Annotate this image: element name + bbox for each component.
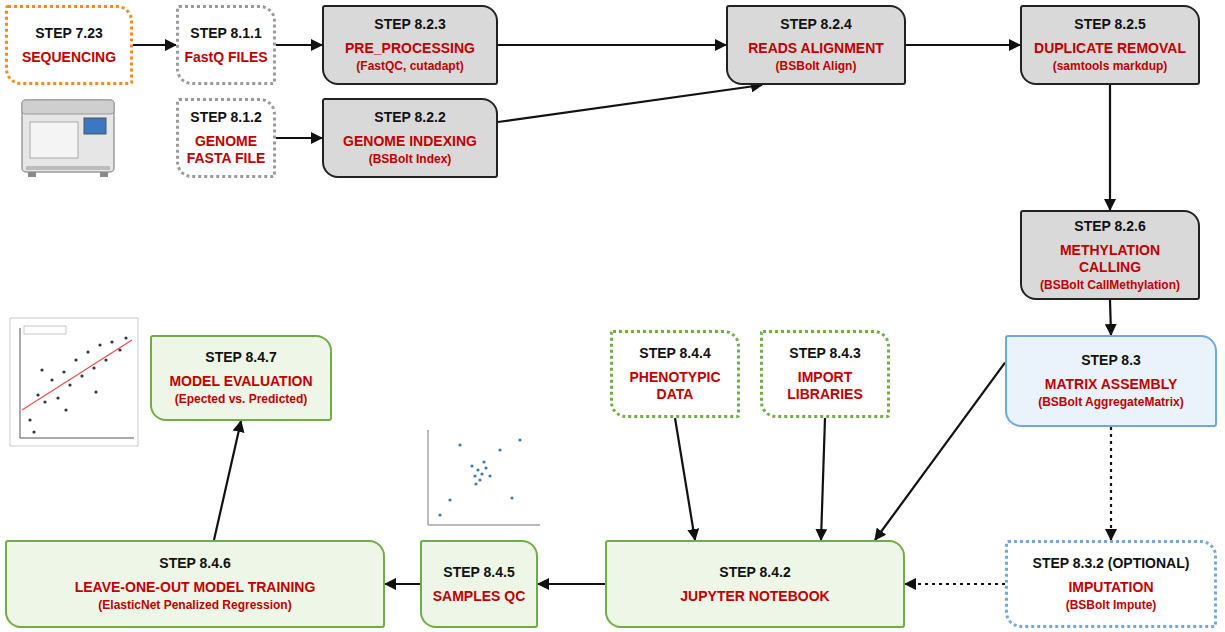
step-number: STEP 7.23 [35,25,102,41]
tool-note: (Epected vs. Predicted) [175,392,308,406]
input-box: STEP 8.4.3IMPORT LIBRARIES [760,330,890,418]
step-title: DUPLICATE REMOVAL [1034,40,1186,57]
flow-arrow [675,418,695,540]
analysis-box: STEP 8.4.2JUPYTER NOTEBOOK [605,540,905,628]
qc-scatter-plot [428,430,540,525]
step-number: STEP 8.1.2 [190,109,261,125]
flow-arrow [498,44,726,46]
flow-arrow [498,85,762,122]
regression-scatter-plot [10,318,138,446]
step-title: FastQ FILES [184,49,267,66]
analysis-box: STEP 8.4.5SAMPLES QC [420,540,538,628]
process-box: STEP 8.2.5DUPLICATE REMOVAL (samtools mar… [1020,5,1200,85]
step-number: STEP 8.2.4 [780,16,851,32]
flow-arrow [1110,300,1111,335]
analysis-box: STEP 8.4.6LEAVE-ONE-OUT MODEL TRAINING (E… [5,540,385,628]
flow-arrow [1109,85,1111,210]
step-title: JUPYTER NOTEBOOK [680,588,829,605]
step-title: READS ALIGNMENT [748,40,884,57]
step-title: METHYLATION CALLING [1027,242,1193,276]
step-title: MATRIX ASSEMBLY [1045,376,1178,393]
step-number: STEP 8.4.4 [639,345,710,361]
process-box: STEP 8.3MATRIX ASSEMBLY (BSBolt Aggregate… [1005,335,1217,427]
tool-note: (ElasticNet Penalized Regression) [98,598,291,612]
process-box: STEP 8.2.6METHYLATION CALLING (BSBolt Cal… [1020,210,1200,300]
step-number: STEP 8.3.2 (OPTIONAL) [1033,555,1190,571]
sequencer-illustration [22,100,114,177]
step-number: STEP 8.2.2 [374,109,445,125]
flow-arrow [133,44,176,46]
step-title: SEQUENCING [22,49,116,66]
flow-arrow [276,137,322,139]
step-number: STEP 8.2.5 [1074,16,1145,32]
flow-arrow [276,44,322,46]
sequencing-box: STEP 7.23SEQUENCING [5,5,133,85]
tool-note: (samtools markdup) [1053,59,1168,73]
step-title: MODEL EVALUATION [169,373,312,390]
step-title: IMPUTATION [1068,579,1153,596]
tool-note: (BSBolt Index) [369,152,452,166]
analysis-box: STEP 8.4.7MODEL EVALUATION (Epected vs. P… [150,335,332,421]
input-box: STEP 8.1.1FastQ FILES [176,5,276,85]
step-number: STEP 8.2.6 [1074,218,1145,234]
tool-note: (BSBolt Impute) [1066,598,1157,612]
step-title: GENOME FASTA FILE [184,133,268,167]
step-number: STEP 8.4.5 [443,564,514,580]
tool-note: (BSBolt AggregateMatrix) [1038,395,1184,409]
input-box: STEP 8.1.2GENOME FASTA FILE [176,98,276,178]
flow-arrow [821,418,825,540]
optional-box: STEP 8.3.2 (OPTIONAL) IMPUTATION (BSBolt I… [1005,540,1217,628]
tool-note: (BSBolt Align) [776,59,857,73]
flow-arrow [214,421,241,540]
input-box: STEP 8.4.4PHENOTYPIC DATA [610,330,740,418]
tool-note: (BSBolt CallMethylation) [1040,278,1180,292]
step-title: PHENOTYPIC DATA [618,369,732,403]
process-box: STEP 8.2.4READS ALIGNMENT (BSBolt Align) [726,5,906,85]
flow-arrow [385,583,420,585]
flow-arrow [538,583,605,585]
step-title: GENOME INDEXING [343,133,477,150]
step-title: LEAVE-ONE-OUT MODEL TRAINING [75,579,316,596]
tool-note: (FastQC, cutadapt) [356,59,463,73]
flow-arrow [875,363,1005,540]
optional-arrow [905,583,1005,585]
step-title: SAMPLES QC [433,588,526,605]
step-number: STEP 8.3 [1081,352,1141,368]
process-box: STEP 8.2.3PRE_PROCESSING (FastQC, cutadap… [322,5,498,85]
process-box: STEP 8.2.2GENOME INDEXING (BSBolt Index) [322,98,498,178]
step-title: IMPORT LIBRARIES [768,369,882,403]
step-number: STEP 8.4.2 [719,564,790,580]
optional-arrow [1110,427,1112,540]
step-number: STEP 8.4.6 [159,555,230,571]
step-number: STEP 8.2.3 [374,16,445,32]
step-title: PRE_PROCESSING [345,40,475,57]
flow-arrow [906,44,1020,46]
step-number: STEP 8.4.7 [205,349,276,365]
step-number: STEP 8.4.3 [789,345,860,361]
step-number: STEP 8.1.1 [190,25,261,41]
